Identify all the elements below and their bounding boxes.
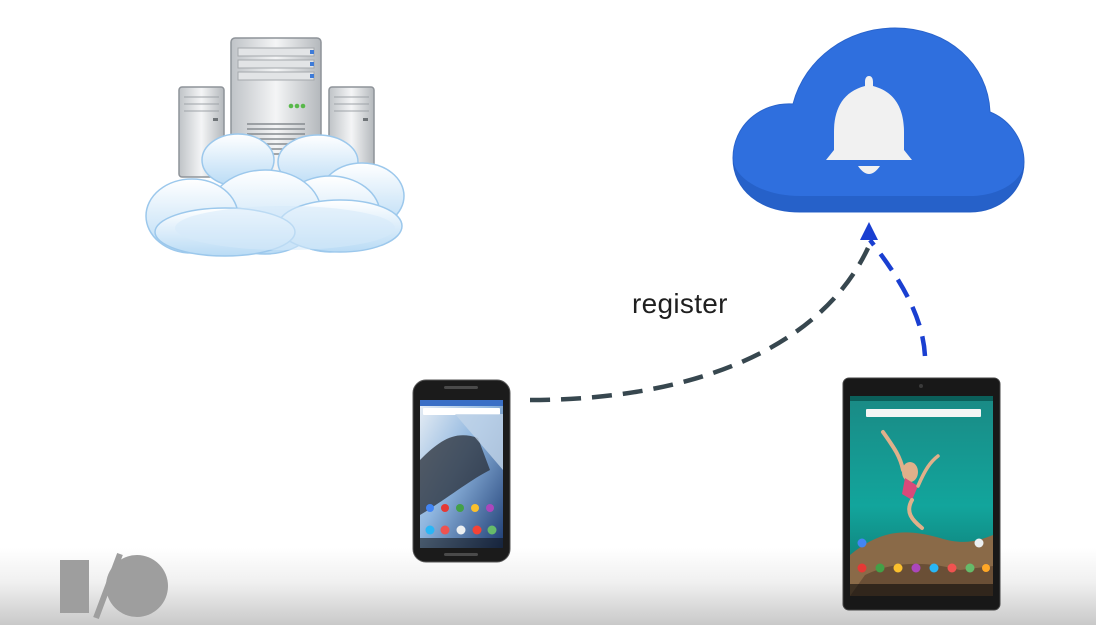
tablet-icon — [842, 377, 1001, 611]
arrowhead-icon — [860, 222, 878, 240]
bell-cloud-icon — [732, 27, 1025, 213]
smartphone-icon — [412, 379, 511, 563]
app-server-icon — [145, 37, 405, 257]
register-path-tablet — [868, 238, 928, 357]
register-label: register — [632, 288, 728, 319]
io-logo — [60, 552, 168, 620]
register-path-phone — [529, 247, 871, 403]
